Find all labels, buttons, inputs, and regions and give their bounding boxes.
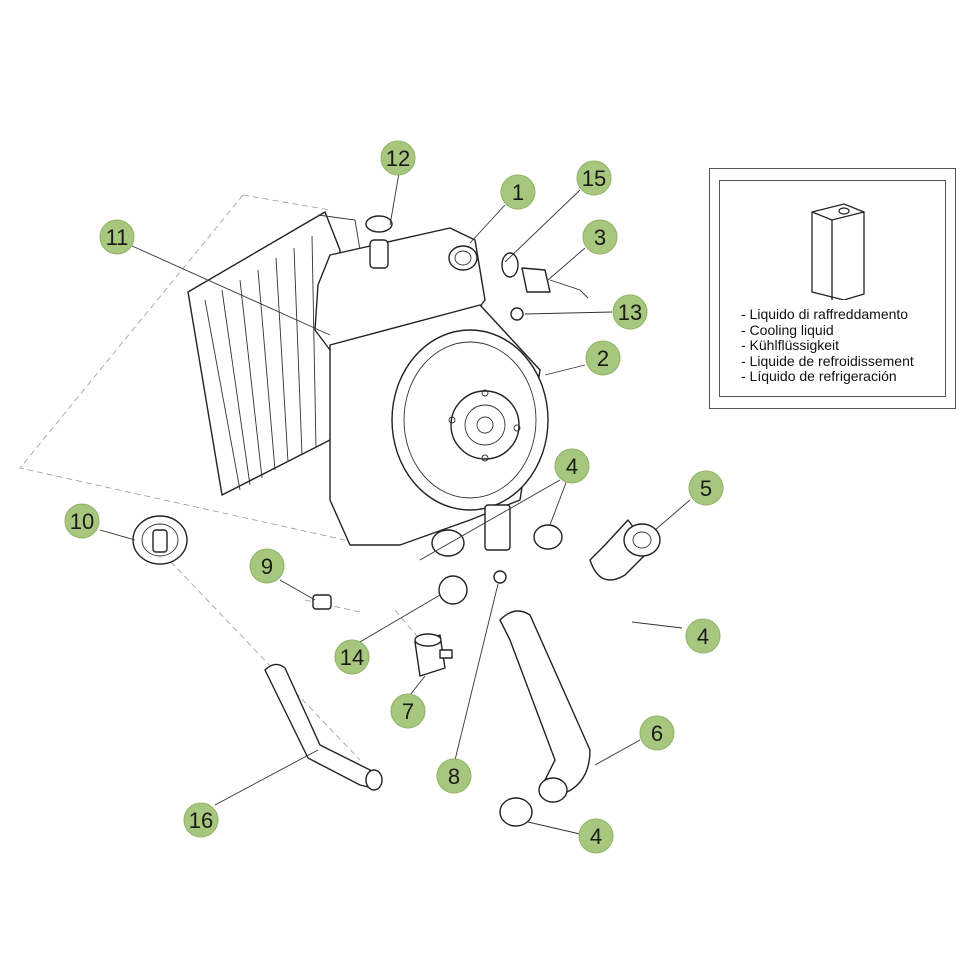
legend-item-french: - Liquide de refroidissement	[741, 352, 914, 369]
coolant-legend-box: - Liquido di raffreddamento - Cooling li…	[709, 168, 956, 409]
callout-11-label: 11	[106, 225, 129, 250]
legend-item-spanish: - Líquido de refrigeración	[741, 368, 897, 384]
assembly-guide-lines	[19, 194, 421, 761]
callout-15: 15	[576, 160, 612, 196]
callout-12-label: 12	[386, 146, 410, 171]
callout-7: 7	[390, 693, 426, 729]
callout-4-mid-label: 4	[697, 624, 709, 649]
callout-4-top: 4	[554, 448, 590, 484]
callout-6-label: 6	[651, 721, 663, 746]
long-hose-part	[499, 610, 591, 803]
callout-badges: 12 1 15 11 3 13 2 4	[64, 140, 724, 854]
coolant-legend-list: - Liquido di raffreddamento - Cooling li…	[741, 306, 914, 385]
bleed-screw-part	[312, 594, 332, 610]
callout-13-label: 13	[618, 300, 642, 325]
hose-clamps-part	[431, 524, 563, 827]
callout-11: 11	[99, 219, 135, 255]
coolant-legend-inner-frame: - Liquido di raffreddamento - Cooling li…	[719, 180, 946, 397]
callout-2: 2	[585, 340, 621, 376]
callout-4-top-label: 4	[566, 454, 578, 479]
callout-7-label: 7	[402, 699, 414, 724]
callout-4-bottom-label: 4	[590, 824, 602, 849]
bleed-hose-part	[264, 663, 383, 791]
callout-1-label: 1	[512, 180, 524, 205]
callout-16: 16	[183, 802, 219, 838]
callout-4-bottom: 4	[578, 818, 614, 854]
callout-8-label: 8	[448, 764, 460, 789]
elbow-hose-part	[589, 519, 661, 581]
callout-12: 12	[380, 140, 416, 176]
callout-5-label: 5	[700, 476, 712, 501]
callout-2-label: 2	[597, 346, 609, 371]
callout-4-mid: 4	[685, 618, 721, 654]
legend-item-english: - Cooling liquid	[741, 321, 834, 338]
legend-item-german: - Kühlflüssigkeit	[741, 337, 840, 353]
callout-5: 5	[688, 470, 724, 506]
screw-8-part	[493, 570, 507, 584]
legend-item-italian: - Liquido di raffreddamento	[741, 306, 909, 322]
callout-3: 3	[582, 219, 618, 255]
callout-10-label: 10	[70, 509, 94, 534]
callout-6: 6	[639, 715, 675, 751]
callout-9: 9	[249, 548, 285, 584]
callout-15-label: 15	[582, 166, 606, 191]
callout-16-label: 16	[189, 808, 213, 833]
callout-10: 10	[64, 503, 100, 539]
connector-part	[484, 504, 511, 551]
leader-lines	[99, 172, 691, 835]
screw-13-part	[510, 307, 524, 321]
callout-3-label: 3	[594, 225, 606, 250]
cooling-fan-part	[391, 329, 549, 511]
callout-9-label: 9	[261, 554, 273, 579]
callout-13: 13	[612, 294, 648, 330]
radiator-cap-part	[132, 515, 188, 565]
callout-14: 14	[334, 639, 370, 675]
callout-14-label: 14	[340, 645, 364, 670]
temperature-sensor-part	[501, 252, 589, 299]
callout-1: 1	[500, 174, 536, 210]
callout-8: 8	[436, 758, 472, 794]
coolant-bottle-icon	[811, 203, 865, 300]
rubber-mount-part	[414, 633, 453, 677]
